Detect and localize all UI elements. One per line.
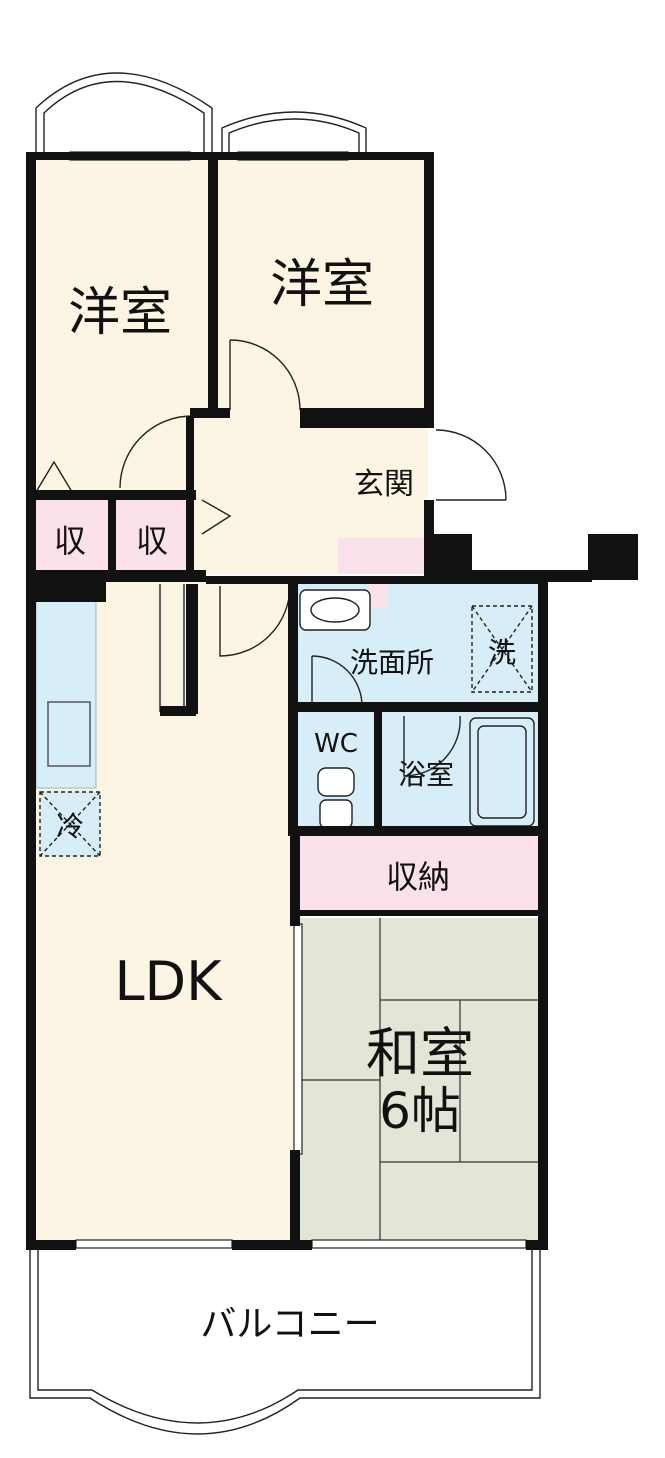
room-labels: 洋室 洋室 玄関 収 収 洗面所 洗 WC 浴室 冷 収納 LDK 和室 6帖 … (54, 255, 516, 1345)
washroom-label: 洗面所 (350, 646, 434, 679)
balcony (29, 1248, 541, 1435)
fixtures (39, 589, 535, 857)
kitchen-sink (47, 701, 91, 767)
western-room-right-label: 洋室 (270, 255, 374, 315)
tatami-lines (300, 918, 540, 1242)
japanese-room-size-label: 6帖 (379, 1082, 461, 1140)
ldk-label: LDK (114, 950, 223, 1013)
balcony-label: バルコニー (200, 1304, 379, 1345)
fridge-label: 冷 (56, 810, 84, 843)
western-room-right-floor (216, 158, 428, 424)
western-room-left-floor (32, 158, 212, 494)
bathroom-label: 浴室 (398, 758, 454, 791)
toilet-label: WC (314, 729, 358, 759)
storage-right-floor (114, 500, 190, 574)
japanese-room-label: 和室 (366, 1022, 474, 1085)
closet-label: 収納 (386, 858, 450, 896)
genkan-step (338, 538, 428, 574)
western-room-left-label: 洋室 (68, 283, 172, 343)
closet-floor (296, 836, 540, 916)
storage-left-floor (32, 500, 108, 574)
storage-right-label: 収 (136, 522, 168, 560)
storage-left-label: 収 (54, 522, 86, 560)
washer-label: 洗 (488, 636, 516, 669)
washroom-pink (368, 580, 388, 608)
bay-windows (35, 72, 367, 158)
entrance-label: 玄関 (354, 467, 414, 502)
walls (26, 152, 638, 1250)
